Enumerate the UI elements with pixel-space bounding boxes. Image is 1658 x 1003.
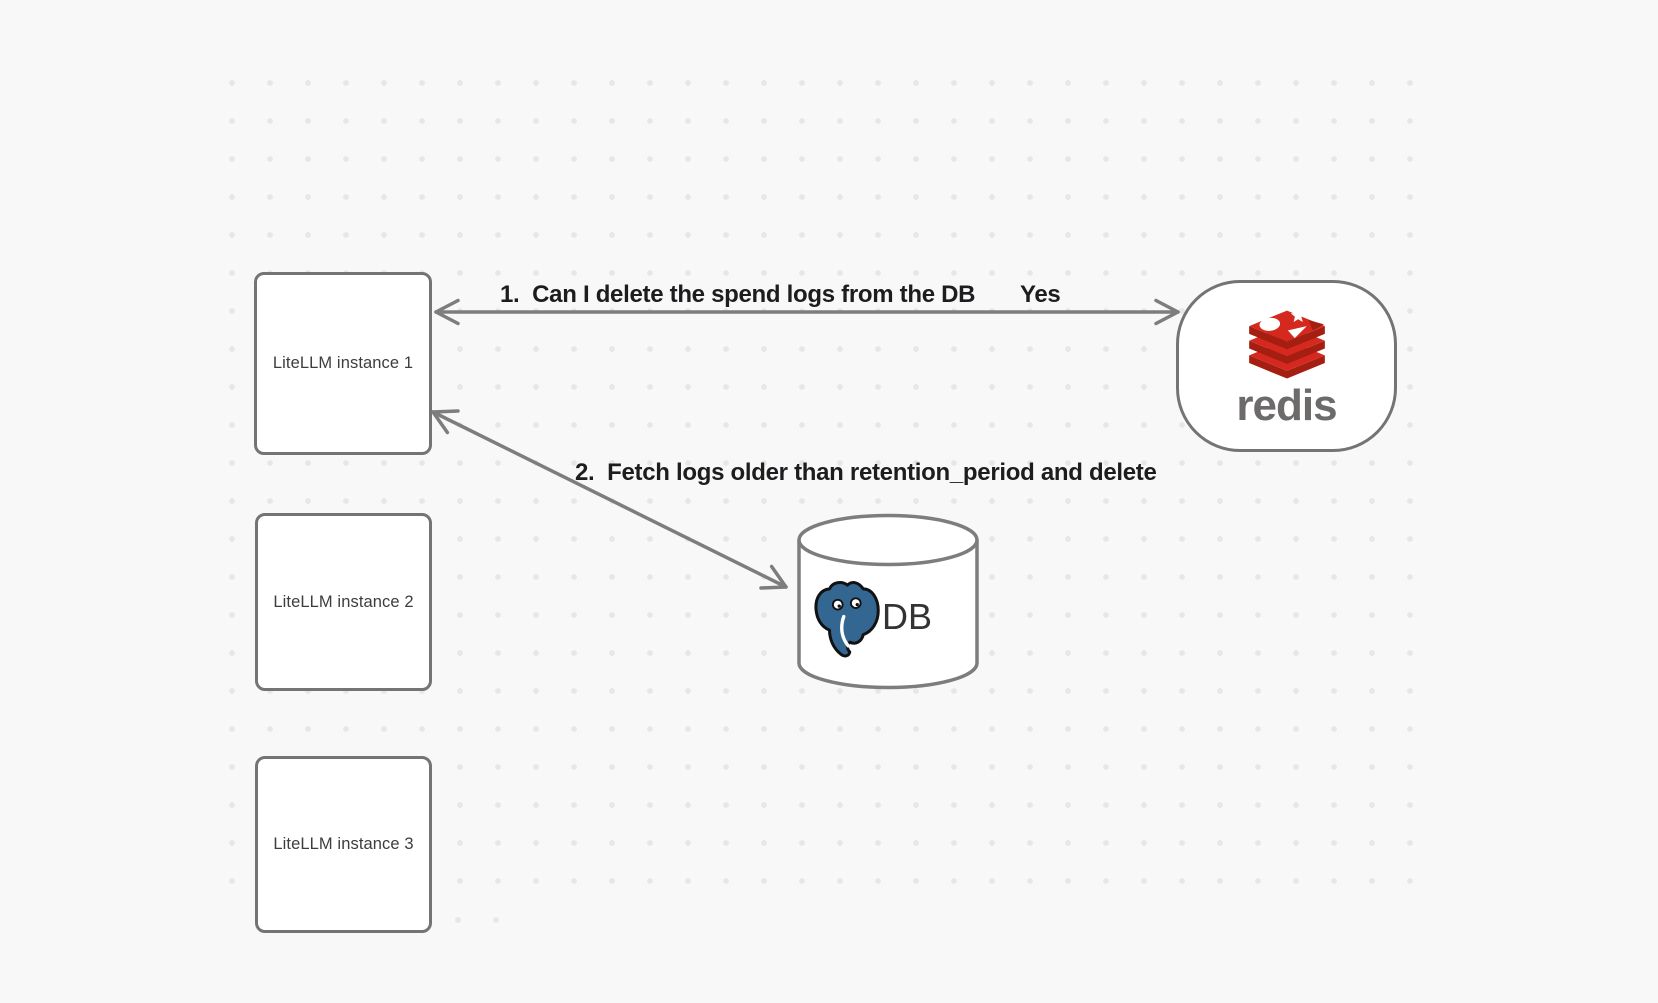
arrowhead-right-icon [1154,298,1180,326]
node-label: LiteLLM instance 1 [272,354,414,372]
postgresql-elephant-icon [814,581,880,658]
redis-logo-icon [1248,307,1325,379]
node-label: LiteLLM instance 2 [273,592,414,611]
node-redis[interactable]: redis [1176,280,1397,452]
redis-wordmark: redis [1236,380,1337,430]
node-litellm-instance-1[interactable]: LiteLLM instance 1 [254,272,432,455]
node-litellm-instance-3[interactable]: LiteLLM instance 3 [255,756,432,933]
arrowhead-down-right-icon [759,564,788,590]
redis-star-shape [1290,307,1306,322]
db-label: DB [882,596,933,637]
arrow-litellm-db[interactable] [431,409,788,590]
arrowhead-left-icon [434,298,460,326]
node-label: LiteLLM instance 3 [273,835,414,853]
arrow-litellm-redis[interactable] [434,298,1180,326]
arrowhead-up-left-icon [431,409,460,435]
edge-label-2[interactable]: 2. Fetch logs older than retention_perio… [575,459,1157,486]
node-db[interactable]: DB [793,510,983,695]
node-litellm-instance-2[interactable]: LiteLLM instance 2 [255,513,432,691]
edge-label-yes[interactable]: Yes [1020,281,1061,308]
edge-label-1[interactable]: 1. Can I delete the spend logs from the … [500,281,976,308]
